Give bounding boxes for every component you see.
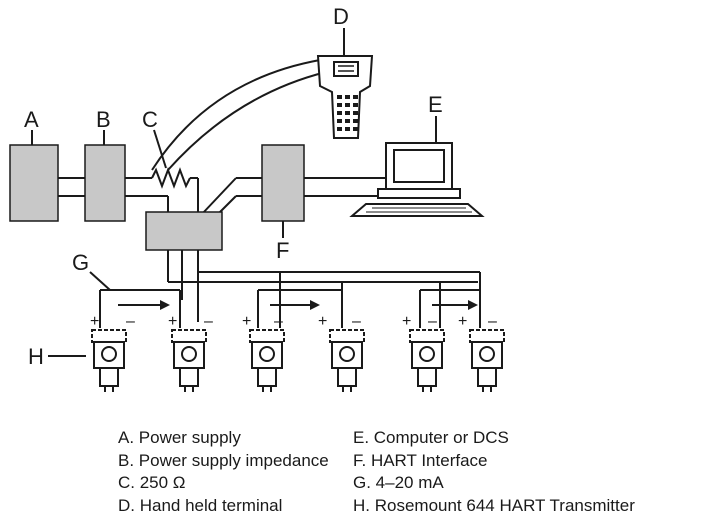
- minus-sign: –: [428, 313, 437, 330]
- callout-h: H: [28, 344, 44, 369]
- callouts: A B C D E F G H: [24, 4, 443, 369]
- plus-sign: +: [318, 313, 327, 330]
- legend-item-f: F. HART Interface: [353, 450, 488, 470]
- callout-e: E: [428, 92, 443, 117]
- legend-item-a: A. Power supply: [118, 428, 241, 447]
- callout-g: G: [72, 250, 89, 275]
- plus-sign: +: [242, 313, 251, 330]
- junction-box: [145, 211, 223, 251]
- transmitters: [91, 329, 505, 392]
- callout-c: C: [142, 107, 158, 132]
- minus-sign: –: [126, 313, 135, 330]
- legend-item-d: D. Hand held terminal: [118, 495, 283, 515]
- minus-sign: –: [274, 313, 283, 330]
- callout-f: F: [276, 238, 289, 263]
- hand-held-terminal-icon: [316, 55, 374, 139]
- callout-d: D: [333, 4, 349, 29]
- transmitter-5: [409, 329, 445, 392]
- plus-sign: +: [402, 313, 411, 330]
- plus-sign: +: [168, 313, 177, 330]
- computer-icon: [349, 142, 485, 217]
- legend-left: A. Power supply B. Power supply impedanc…: [118, 427, 329, 517]
- plus-sign: +: [90, 313, 99, 330]
- legend-item-c: C. 250 Ω: [118, 473, 186, 492]
- minus-sign: –: [352, 313, 361, 330]
- power-supply-impedance-box: [84, 144, 126, 222]
- legend-item-h: H. Rosemount 644 HART Transmitter: [353, 495, 635, 515]
- minus-sign: –: [204, 313, 213, 330]
- transmitter-4: [329, 329, 365, 392]
- legend-item-g: G. 4–20 mA: [353, 473, 444, 492]
- legend-right: E. Computer or DCS F. HART Interface G. …: [353, 427, 635, 517]
- minus-sign: –: [488, 313, 497, 330]
- legend-item-b: B. Power supply impedance: [118, 450, 329, 470]
- polarity-marks: + – + – + – + – + – + –: [90, 313, 497, 330]
- transmitter-1: [91, 329, 127, 392]
- plus-sign: +: [458, 313, 467, 330]
- transmitter-2: [171, 329, 207, 392]
- hart-interface-box: [261, 144, 305, 222]
- legend-item-e: E. Computer or DCS: [353, 428, 509, 447]
- transmitter-3: [249, 329, 285, 392]
- transmitter-6: [469, 329, 505, 392]
- resistor-250-ohm: [151, 167, 191, 189]
- callout-a: A: [24, 107, 39, 132]
- power-supply-box: [9, 144, 59, 222]
- wiring-diagram: + – + – + – + – + – + – A B C D E F G H: [9, 4, 505, 392]
- callout-b: B: [96, 107, 111, 132]
